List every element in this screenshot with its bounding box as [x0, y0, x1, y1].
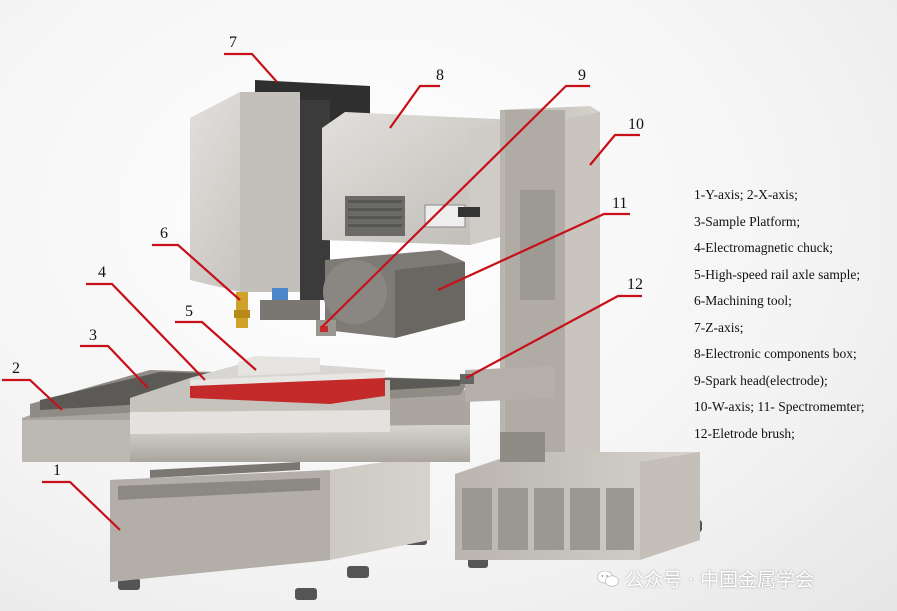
legend-line: 1-Y-axis; 2-X-axis; [694, 187, 798, 202]
legend-line: 10-W-axis; 11- Spectromemter; [694, 399, 865, 414]
leader-line-3 [80, 344, 149, 389]
leader-line-10 [589, 133, 640, 166]
callout-6: 6 [160, 225, 168, 242]
spectrometer [323, 250, 465, 338]
rail-axle-sample [238, 356, 320, 376]
leader-line-5 [175, 320, 257, 371]
leader-line-9 [321, 84, 590, 328]
legend-line: 8-Electronic components box; [694, 346, 857, 361]
leader-line-7 [224, 52, 278, 83]
callout-4: 4 [98, 264, 106, 281]
legend-line: 3-Sample Platform; [694, 213, 801, 229]
leader-line-8 [389, 84, 440, 129]
electrode-brush [460, 366, 555, 402]
legend-line: 9-Spark head(electrode); [694, 372, 828, 388]
callout-2: 2 [12, 360, 20, 377]
legend-line: 5-High-speed rail axle sample; [694, 266, 861, 282]
callout-11: 11 [612, 195, 628, 212]
leader-line-1 [42, 480, 121, 531]
callout-8: 8 [436, 67, 444, 84]
callout-1: 1 [53, 462, 61, 479]
leader-line-12 [465, 294, 642, 379]
legend-line: 7-Z-axis; [694, 319, 744, 335]
callout-7: 7 [229, 34, 237, 51]
leader-line-4 [86, 282, 206, 381]
legend: 1-Y-axis; 2-X-axis; 3-Sample Platform; 4… [694, 182, 894, 447]
legend-line: 4-Electromagnetic chuck; [694, 240, 834, 255]
legend-line: 12-Eletrode brush; [694, 425, 795, 441]
legend-line: 6-Machining tool; [694, 293, 792, 308]
w-axis-base [455, 432, 700, 560]
callout-12: 12 [627, 276, 643, 293]
callout-9: 9 [578, 67, 586, 84]
watermark: 公众号 · 中国金属学会 [597, 565, 814, 592]
wechat-icon [597, 570, 619, 586]
y-axis-base [110, 455, 430, 582]
machining-tool [234, 288, 320, 328]
leader-line-2 [2, 378, 63, 411]
spark-head [316, 320, 336, 336]
leader-line-6 [152, 243, 241, 301]
callout-5: 5 [185, 303, 193, 320]
callout-10: 10 [628, 116, 644, 133]
leader-line-11 [437, 212, 630, 292]
watermark-text: 公众号 · 中国金属学会 [625, 569, 815, 591]
callout-3: 3 [89, 327, 97, 344]
